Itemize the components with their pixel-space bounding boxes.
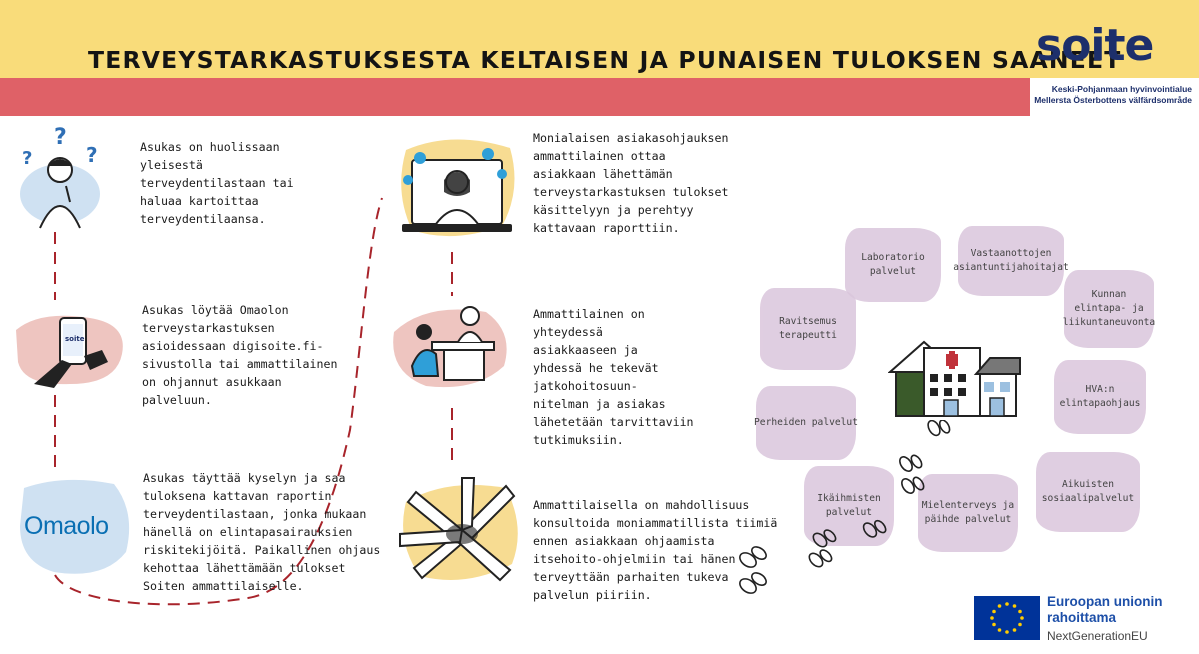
footprints-icon — [739, 420, 951, 594]
doctor-laptop-icon — [392, 130, 522, 246]
soite-logo-text: soite — [1036, 20, 1154, 71]
step-3-text: Asukas täyttää kyselyn ja saa tuloksena … — [143, 469, 380, 595]
eu-funding-label: Euroopan unionin rahoittama NextGenerati… — [1047, 594, 1162, 644]
service-ikaihmisten: Ikäihmisten palvelut — [804, 466, 894, 546]
step-2-line: terveystarkastuksen — [142, 321, 275, 335]
eu-flag-icon — [974, 596, 1040, 640]
service-label: Perheiden palvelut — [754, 417, 858, 428]
step-3-line: Soiten ammattilaiselle. — [143, 579, 304, 593]
service-vastaanottojen: Vastaanottojen asiantuntijahoitajat — [953, 226, 1069, 296]
step-2-line: palveluun. — [142, 393, 212, 407]
step-4-text: Monialaisen asiakasohjauksen ammattilain… — [533, 129, 728, 237]
service-label: terapeutti — [779, 330, 837, 341]
step-5-line: nitelman ja asiakas — [533, 397, 666, 411]
step-1-line: terveydentilaansa. — [140, 212, 266, 226]
header-band-red — [0, 78, 1030, 116]
step-2-text: Asukas löytää Omaolon terveystarkastukse… — [142, 301, 337, 409]
step-1-line: terveydentilastaan tai — [140, 176, 294, 190]
soite-logo: soite — [1036, 20, 1154, 71]
service-label: Laboratorio — [861, 252, 925, 263]
service-label: Aikuisten — [1062, 479, 1114, 490]
svg-text:?: ? — [54, 125, 67, 150]
step-1-line: Asukas on huolissaan — [140, 140, 280, 154]
consultation-icon — [386, 292, 516, 398]
step-5-line: Ammattilainen on — [533, 307, 645, 321]
service-label: elintapaohjaus — [1059, 398, 1141, 409]
step-5-line: lähetetään tarvittaviin — [533, 415, 694, 429]
omaolo-logo: Omaolo — [14, 472, 134, 582]
service-label: palvelut — [825, 507, 873, 518]
step-1-text: Asukas on huolissaan yleisestä terveyden… — [140, 138, 294, 228]
service-label: liikuntaneuvonta — [1062, 317, 1156, 328]
service-hva-elintapaohjaus: HVA:n elintapaohjaus — [1054, 360, 1146, 434]
service-label: Ravitsemus — [779, 316, 837, 327]
eu-line-2: rahoittama — [1047, 610, 1117, 625]
service-label: elintapa- ja — [1074, 303, 1144, 314]
step-5-line: asiakkaaseen ja — [533, 343, 638, 357]
svg-text:?: ? — [22, 148, 32, 169]
teamwork-hands-icon — [396, 472, 526, 590]
smartphone-icon: soite — [10, 300, 130, 396]
step-3-line: riskitekijöitä. Paikallinen ohjaus — [143, 543, 381, 557]
service-label: päihde palvelut — [924, 514, 1012, 525]
step-4-line: kattavaan raporttiin. — [533, 221, 680, 235]
logo-sub-line-1: Keski-Pohjanmaan hyvinvointialue — [1051, 84, 1192, 94]
eu-line-1: Euroopan unionin — [1047, 594, 1163, 609]
step-2-line: Asukas löytää Omaolon — [142, 303, 289, 317]
step-6-line: terveyttään parhaiten tukeva — [533, 570, 729, 584]
service-label: Vastaanottojen — [970, 248, 1052, 259]
step-6-line: itsehoito-ohjelmiin tai hänen — [533, 552, 736, 566]
step-6-line: palvelun piiriin. — [533, 588, 652, 602]
service-label: Kunnan — [1091, 289, 1127, 300]
service-label: palvelut — [869, 266, 917, 277]
service-laboratorio: Laboratorio palvelut — [845, 228, 941, 302]
phone-screen-label: soite — [65, 335, 85, 343]
service-label: asiantuntijahoitajat — [953, 262, 1069, 273]
service-ravitsemus: Ravitsemus terapeutti — [760, 288, 856, 370]
service-label: HVA:n — [1085, 384, 1115, 395]
service-perheiden: Perheiden palvelut — [754, 386, 858, 460]
question-marks-icon: ? ? ? — [10, 122, 110, 234]
service-aikuisten: Aikuisten sosiaalipalvelut — [1036, 452, 1140, 532]
service-label: sosiaalipalvelut — [1041, 493, 1135, 504]
step-5-line: tutkimuksiin. — [533, 433, 624, 447]
step-4-line: terveystarkastuksen tulokset — [533, 185, 729, 199]
service-kunnan-liikunta: Kunnan elintapa- ja liikuntaneuvonta — [1062, 270, 1156, 348]
step-6-text: Ammattilaisella on mahdollisuus konsulto… — [533, 496, 777, 604]
service-label: Mielenterveys ja — [921, 500, 1015, 511]
step-2-line: on ohjannut asukkaan — [142, 375, 282, 389]
step-6-line: Ammattilaisella on mahdollisuus — [533, 498, 750, 512]
step-5-line: yhdessä he tekevät — [533, 361, 659, 375]
step-1-line: yleisestä — [140, 158, 203, 172]
step-2-line: sivustolla tai ammattilainen — [142, 357, 338, 371]
step-6-line: ennen asiakkaan ohjaamista — [533, 534, 715, 548]
step-3-line: kehottaa lähettämään tulokset — [143, 561, 346, 575]
step-4-line: ammattilainen ottaa — [533, 149, 666, 163]
step-2-line: asioidessaan digisoite.fi- — [142, 339, 324, 353]
step-4-line: Monialaisen asiakasohjauksen — [533, 131, 729, 145]
step-5-text: Ammattilainen on yhteydessä asiakkaaseen… — [533, 305, 694, 449]
eu-line-3: NextGenerationEU — [1047, 629, 1148, 643]
logo-sub-line-2: Mellersta Österbottens välfärdsområde — [1034, 95, 1192, 105]
step-5-line: jatkohoitosuun- — [533, 379, 638, 393]
step-6-line: konsultoida moniammatillista tiimiä — [533, 516, 778, 530]
header-band-yellow — [0, 0, 1199, 78]
step-4-line: asiakkaan lähettämän — [533, 167, 673, 181]
soite-logo-subtitle: Keski-Pohjanmaan hyvinvointialue Mellers… — [1020, 84, 1192, 106]
step-3-line: hänellä on elintapasairauksien — [143, 525, 353, 539]
path-segment-3 — [54, 197, 383, 606]
service-label: Ikäihmisten — [817, 493, 881, 504]
step-3-line: Asukas täyttää kyselyn ja saa — [143, 471, 346, 485]
step-1-line: haluaa kartoittaa — [140, 194, 259, 208]
service-mielenterveys: Mielenterveys ja päihde palvelut — [918, 474, 1018, 552]
step-4-line: käsittelyyn ja perehtyy — [533, 203, 694, 217]
step-3-line: terveydentilastaan, jonka mukaan — [143, 507, 367, 521]
step-5-line: yhteydessä — [533, 325, 603, 339]
health-center-icon — [887, 334, 1026, 424]
page-title: TERVEYSTARKASTUKSESTA KELTAISEN JA PUNAI… — [88, 46, 1122, 74]
step-3-line: tuloksena kattavan raportin — [143, 489, 332, 503]
omaolo-logo-text: Omaolo — [24, 512, 109, 540]
svg-text:?: ? — [86, 143, 98, 167]
